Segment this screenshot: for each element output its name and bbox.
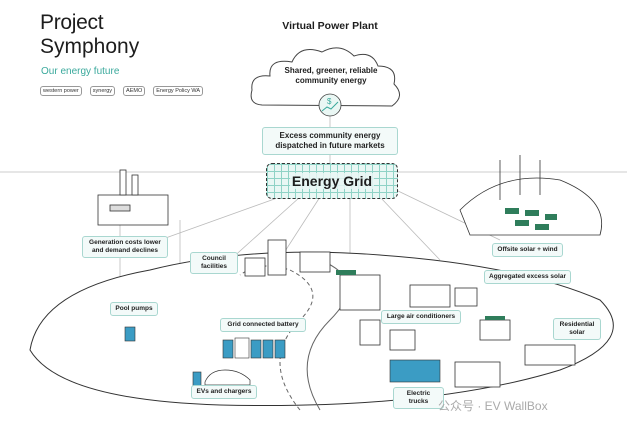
page-title: Virtual Power Plant <box>282 20 378 32</box>
aemo-logo: AEMO <box>123 86 146 96</box>
pool-pump <box>124 326 136 342</box>
label-council-facilities: Council facilities <box>190 252 238 274</box>
market-dispatch-label: Excess community energy dispatched in fu… <box>262 127 398 155</box>
brand-tagline: Our energy future <box>41 66 120 77</box>
brand-title-line1: Project <box>40 11 104 34</box>
offsite-solar-wind <box>459 155 602 236</box>
label-grid-battery: Grid connected battery <box>220 318 306 332</box>
label-residential-solar: Residential solar <box>553 318 601 340</box>
council-building <box>244 257 266 277</box>
watermark: 公众号 · EV WallBox <box>438 399 548 413</box>
western-power-logo: western power <box>40 86 82 96</box>
energy-policy-wa-logo: Energy Policy WA <box>153 86 204 96</box>
battery-unit <box>222 339 234 359</box>
ev-car <box>204 369 251 386</box>
energy-grid: Energy Grid <box>266 163 398 199</box>
brand-title-line2: Symphony <box>40 35 140 58</box>
label-generation: Generation costs lower and demand declin… <box>82 236 168 258</box>
label-pool-pumps: Pool pumps <box>110 302 158 316</box>
label-evs-chargers: EVs and chargers <box>191 385 257 399</box>
electric-truck <box>389 359 441 383</box>
label-air-conditioners: Large air conditioners <box>381 310 461 324</box>
synergy-logo: synergy <box>89 86 116 96</box>
svg-text:$: $ <box>327 97 332 106</box>
factory <box>97 169 169 226</box>
cloud-shape <box>250 47 400 107</box>
label-electric-trucks: Electric trucks <box>393 387 444 409</box>
road <box>239 265 314 411</box>
cloud-text: Shared, greener, reliable community ener… <box>284 66 378 85</box>
house <box>479 319 511 341</box>
town-hall <box>339 274 381 311</box>
label-aggregated-solar: Aggregated excess solar <box>484 270 571 284</box>
dollar-growth-icon <box>318 93 342 117</box>
label-offsite-solar-wind: Offsite solar + wind <box>492 243 563 257</box>
partner-logos: western power synergy AEMO Energy Policy… <box>40 86 204 96</box>
energy-grid-label: Energy Grid <box>289 173 375 189</box>
